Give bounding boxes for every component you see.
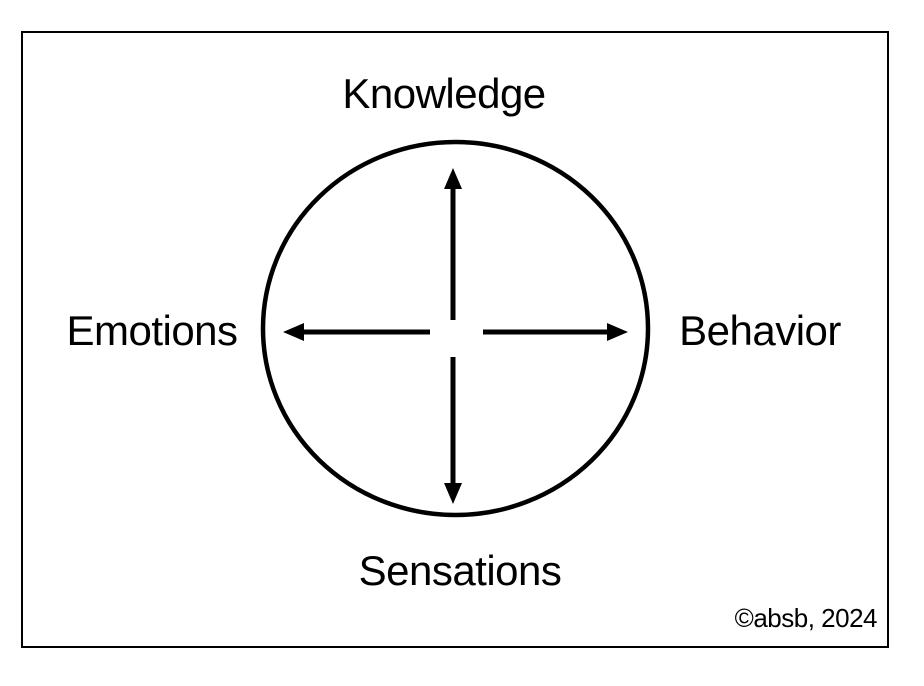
label-emotions: Emotions — [66, 307, 238, 354]
label-knowledge: Knowledge — [342, 70, 546, 117]
label-sensations: Sensations — [358, 547, 562, 594]
label-behavior: Behavior — [679, 307, 841, 354]
copyright-text: ©absb, 2024 — [734, 603, 878, 633]
